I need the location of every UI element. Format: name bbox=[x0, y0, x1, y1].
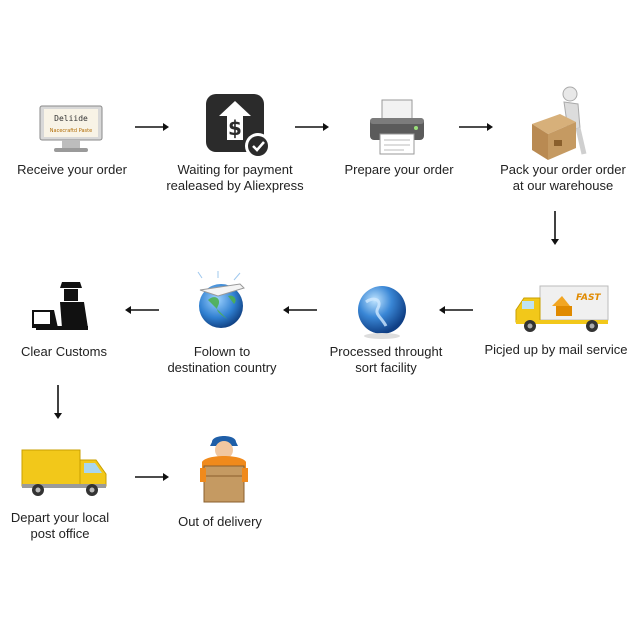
computer-monitor-icon: Deliide Nacecraftd Paste bbox=[39, 105, 103, 152]
arrow-right-icon bbox=[135, 123, 169, 131]
delivery-person-box-icon bbox=[200, 436, 248, 503]
printer-icon bbox=[370, 99, 424, 155]
truck-brand-text: FAST bbox=[576, 293, 601, 303]
step-label-receive-order: Receive your order bbox=[17, 162, 127, 177]
monitor-text-line2: Nacecraftd Paste bbox=[50, 128, 92, 134]
arrow-down-icon bbox=[551, 211, 559, 245]
step-label-out-of-delivery: Out of delivery bbox=[178, 514, 262, 529]
monitor-text-line1: Deliide bbox=[54, 114, 88, 123]
arrow-left-icon bbox=[283, 306, 317, 314]
customs-officer-icon bbox=[32, 282, 88, 330]
step-label-processed: Processed throught sort facility bbox=[329, 344, 443, 375]
arrow-left-icon bbox=[439, 306, 473, 314]
arrow-down-icon bbox=[54, 385, 62, 419]
step-label-waiting-payment: Waiting for payment realeased by Aliexpr… bbox=[166, 162, 304, 193]
arrow-right-icon bbox=[135, 473, 169, 481]
step-label-picked-up: Picjed up by mail service bbox=[484, 342, 628, 357]
arrow-right-icon bbox=[295, 123, 329, 131]
payment-dollar-check-icon: $ bbox=[206, 94, 271, 159]
person-packing-box-icon bbox=[532, 86, 587, 160]
fast-delivery-truck-icon: FAST bbox=[515, 285, 609, 332]
blue-globe-icon bbox=[358, 286, 406, 339]
yellow-truck-icon bbox=[21, 449, 107, 496]
globe-airplane-icon bbox=[197, 271, 245, 328]
step-label-depart-post-office: Depart your local post office bbox=[10, 510, 110, 541]
step-label-clear-customs: Clear Customs bbox=[21, 344, 107, 359]
step-label-prepare-order: Prepare your order bbox=[344, 162, 454, 177]
arrow-right-icon bbox=[459, 123, 493, 131]
svg-text:$: $ bbox=[228, 116, 242, 140]
arrow-left-icon bbox=[125, 306, 159, 314]
step-label-follow-destination: Folown to destination country bbox=[167, 344, 277, 375]
step-label-pack-order: Pack your order order at our warehouse bbox=[500, 162, 626, 193]
